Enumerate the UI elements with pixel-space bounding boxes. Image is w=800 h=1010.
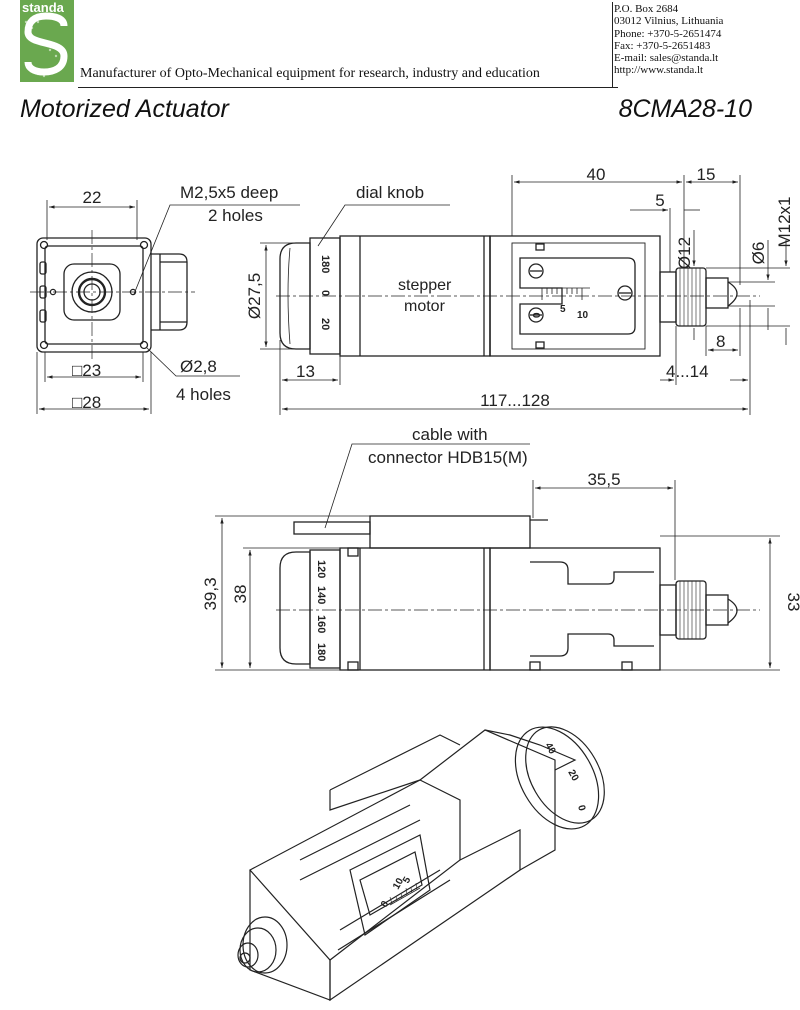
dim-d27: Ø27,5 (245, 273, 264, 319)
side-dial-number: 20 (319, 318, 331, 330)
contact-info: P.O. Box 2684 03012 Vilnius, Lithuania P… (614, 3, 723, 77)
standa-logo: standa (20, 0, 74, 82)
contact-email[interactable]: E-mail: sales@standa.lt (614, 52, 719, 65)
side-scale-number: 0 (532, 312, 543, 318)
side-view (260, 175, 790, 415)
dim-40: 40 (587, 165, 606, 184)
iso-scale-number: 10 (391, 876, 406, 892)
front-view (30, 200, 300, 414)
side-dial-number: 180 (319, 255, 331, 273)
iso-dial-number: 20 (565, 768, 580, 784)
iso-scale-number: 0 (379, 899, 392, 910)
isometric-view (237, 726, 605, 1002)
side-dial-number: 0 (319, 290, 331, 296)
holes-count-label: 2 holes (208, 206, 263, 225)
dim-d6: Ø6 (749, 242, 768, 265)
dim-square-23: □23 (72, 361, 101, 380)
top-dial-number: 160 (315, 615, 327, 633)
dial-knob-label: dial knob (356, 183, 424, 202)
dim-33: 33 (784, 593, 800, 612)
top-view (215, 443, 780, 671)
small-holes-diameter-label: Ø2,8 (180, 357, 217, 376)
dim-square-28: □28 (72, 393, 101, 412)
dim-35-5: 35,5 (587, 470, 620, 489)
dim-8: 8 (716, 332, 725, 351)
side-scale-number: 5 (560, 304, 566, 315)
dim-39-3: 39,3 (201, 577, 220, 610)
iso-dial-number: 0 (575, 804, 587, 813)
side-scale-number: 10 (577, 310, 589, 321)
cable-label: cable with (412, 425, 488, 444)
dim-5: 5 (655, 191, 664, 210)
contact-fax: Fax: +370-5-2651483 (614, 39, 711, 52)
small-holes-count-label: 4 holes (176, 385, 231, 404)
dim-m12: M12x1 (775, 196, 794, 247)
dim-4-14: 4...14 (666, 362, 709, 381)
top-dial-number: 120 (315, 560, 327, 578)
dim-d12: Ø12 (675, 237, 694, 269)
product-name: Motorized Actuator (20, 95, 229, 123)
motor-label: motor (404, 298, 446, 315)
contact-phone: Phone: +370-5-2651474 (614, 27, 722, 40)
header-vertical-divider (612, 2, 613, 88)
holes-thread-label: M2,5x5 deep (180, 183, 278, 202)
stepper-label: stepper (398, 277, 452, 294)
contact-pobox: P.O. Box 2684 (614, 3, 679, 15)
brand-text: standa (22, 0, 65, 15)
dim-13: 13 (296, 362, 315, 381)
header-divider (78, 87, 618, 88)
iso-dial-number: 40 (542, 741, 557, 757)
contact-website[interactable]: http://www.standa.lt (614, 64, 704, 77)
top-dial-number: 180 (315, 643, 327, 661)
product-model: 8CMA28-10 (618, 95, 752, 123)
dim-15: 15 (697, 165, 716, 184)
dim-total-length: 117...128 (480, 391, 550, 410)
dim-22: 22 (83, 188, 102, 207)
iso-scale-number: 5 (401, 875, 414, 886)
connector-label: connector HDB15(M) (368, 448, 528, 467)
contact-address: 03012 Vilnius, Lithuania (614, 15, 724, 28)
tagline: Manufacturer of Opto-Mechanical equipmen… (80, 66, 540, 81)
dim-38: 38 (231, 585, 250, 604)
top-dial-number: 140 (315, 586, 327, 604)
